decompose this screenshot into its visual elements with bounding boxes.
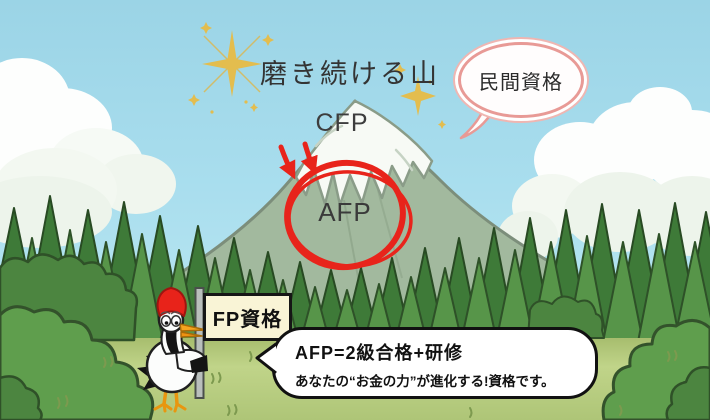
bottom-speech-bubble: AFP=2級合格+研修 あなたの“お金の力”が進化する!資格です。 (255, 327, 598, 399)
top-speech-bubble: 民間資格 (458, 42, 584, 118)
page-title: 磨き続ける山 (260, 59, 440, 89)
mountain-circled-label: AFP (318, 197, 372, 227)
red-arrow-icon (278, 141, 318, 180)
mountain-peak-label: CFP (315, 109, 369, 137)
flag-sign: FP資格 (203, 293, 292, 341)
flag-pole (194, 287, 205, 399)
bottom-bubble-line2: あなたの“お金の力”が進化する!資格です。 (295, 374, 555, 389)
red-circle-annotation (284, 159, 413, 271)
bushes (0, 253, 710, 420)
bottom-bubble-tail (255, 342, 277, 375)
flag-label: FP資格 (212, 308, 283, 331)
snow-cap (294, 99, 434, 207)
bottom-bubble-line1: AFP=2級合格+研修 (295, 343, 464, 363)
top-bubble-label: 民間資格 (479, 71, 563, 94)
sparkle-icon (188, 22, 446, 129)
crane-mascot (137, 287, 208, 413)
